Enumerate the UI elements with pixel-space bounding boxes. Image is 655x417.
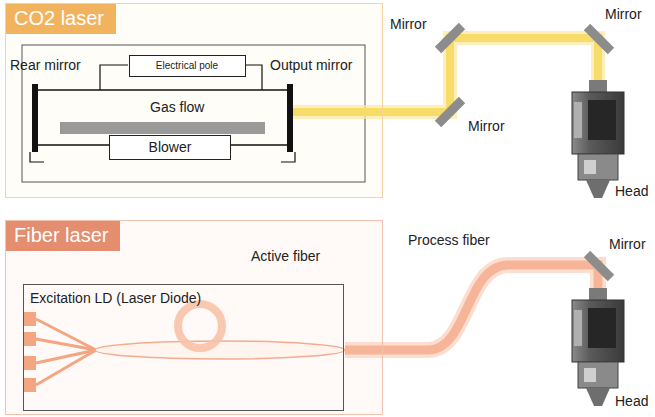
processing-head: [572, 80, 624, 198]
part-label: Mirror: [609, 236, 646, 252]
laser-beam: [293, 38, 598, 112]
head-body: [572, 92, 624, 154]
rear-mirror: [32, 84, 38, 152]
pump-fiber: [36, 339, 96, 350]
beam-mirror: [587, 27, 611, 51]
laser-panel: Fiber laserExcitation LD (Laser Diode): [5, 220, 383, 415]
laser-diode: [24, 378, 36, 392]
beam-mirror: [587, 254, 611, 278]
panel-title: Fiber laser: [6, 221, 120, 251]
laser-diode: [24, 356, 36, 370]
laser-diodes: [24, 312, 96, 392]
output-mirror: [287, 84, 293, 152]
discharge-bar: [60, 122, 265, 134]
part-label: Head: [615, 183, 648, 199]
pump-fiber: [36, 350, 96, 385]
laser-unit-box: Excitation LD (Laser Diode): [23, 284, 344, 411]
part-label: Head: [615, 393, 648, 409]
head-panel: [588, 100, 616, 140]
laser-beam-glow: [293, 38, 598, 112]
part-label: Mirror: [605, 6, 642, 22]
active-fiber: [95, 341, 345, 359]
laser-diode: [24, 332, 36, 346]
panel-ground: [5, 3, 383, 198]
electrical-lead: [100, 65, 128, 90]
head-nozzle: [586, 180, 610, 198]
head-nozzle: [586, 388, 610, 406]
head-panel: [588, 308, 616, 348]
part-label: Gas flow: [150, 99, 204, 115]
head-side: [574, 102, 582, 138]
processing-head: [572, 288, 624, 406]
mirror-mount: [30, 152, 44, 162]
part-label: Process fiber: [408, 232, 490, 248]
beam-mirror: [438, 26, 462, 50]
mirror-mount: [281, 152, 295, 162]
laser-diode: [24, 312, 36, 326]
component-label: Electrical pole: [156, 59, 218, 73]
panel-ground: [5, 220, 383, 415]
component-box: Blower: [109, 135, 231, 160]
electrical-lead: [245, 65, 262, 90]
component-label: Excitation LD (Laser Diode): [24, 285, 343, 311]
head-lower: [578, 154, 618, 180]
part-label: Active fiber: [251, 248, 320, 264]
component-label: Blower: [149, 138, 192, 156]
fiber-loop: [178, 304, 222, 348]
head-connector: [589, 288, 607, 300]
head-side: [574, 310, 582, 346]
head-body: [572, 300, 624, 362]
head-window: [584, 368, 596, 382]
head-window: [584, 160, 596, 174]
tube-wall: [38, 89, 287, 91]
part-label: Mirror: [390, 16, 427, 32]
beam-mirror: [438, 100, 462, 124]
part-label: Mirror: [468, 118, 505, 134]
head-connector: [589, 80, 607, 92]
part-label: Output mirror: [270, 57, 352, 73]
panel-title: CO2 laser: [6, 4, 116, 34]
head-lower: [578, 362, 618, 388]
component-box: Electrical pole: [129, 55, 246, 77]
part-label: Rear mirror: [10, 57, 81, 73]
pump-fiber: [36, 319, 96, 350]
